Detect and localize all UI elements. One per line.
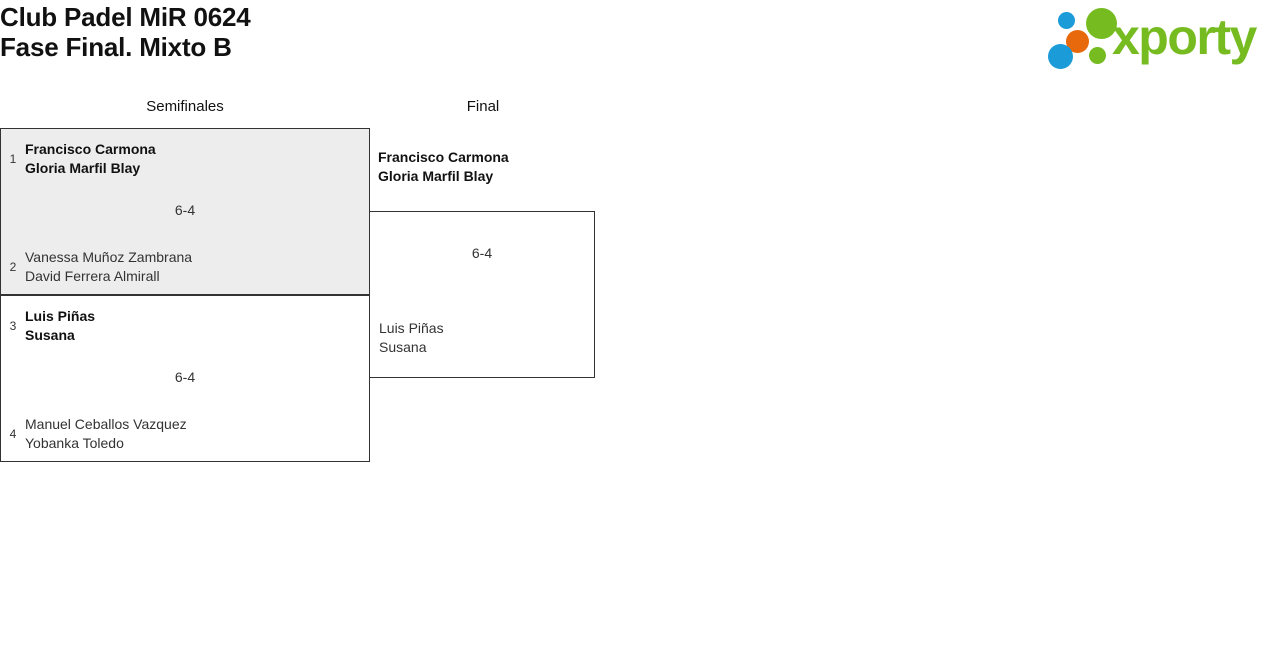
match-entry-final-runner-up[interactable]: Luis Piñas Susana [379,319,444,357]
team-names: Luis Piñas Susana [25,307,95,345]
player-name: Gloria Marfil Blay [378,168,494,184]
logo-dot-green-large-icon [1086,8,1117,39]
match-entry-seed-4[interactable]: 4 Manuel Ceballos Vazquez Yobanka Toledo [1,415,369,453]
match-entry-seed-3[interactable]: 3 Luis Piñas Susana [1,307,369,345]
round-header-final: Final [466,98,500,115]
match-entry-seed-2[interactable]: 2 Vanessa Muñoz Zambrana David Ferrera A… [1,248,369,286]
logo-dot-green-small-icon [1089,47,1106,64]
team-names: Manuel Ceballos Vazquez Yobanka Toledo [25,415,187,453]
xporty-logo[interactable]: xporty [1046,6,1274,69]
match-semifinal-1[interactable]: 1 Francisco Carmona Gloria Marfil Blay 6… [0,128,370,295]
logo-dots-icon [1046,6,1118,69]
player-name: Gloria Marfil Blay [25,160,141,176]
match-score: 6-4 [174,369,196,385]
player-name: Francisco Carmona [25,141,156,157]
match-entry-seed-1[interactable]: 1 Francisco Carmona Gloria Marfil Blay [1,140,369,178]
tournament-phase: Fase Final. Mixto B [0,32,232,62]
match-score: 6-4 [471,245,493,261]
seed-number: 2 [9,260,17,274]
logo-dot-blue-large-icon [1048,44,1073,69]
logo-dot-blue-small-icon [1058,12,1075,29]
tournament-name: Club Padel MiR 0624 [0,2,251,32]
logo-dot-orange-icon [1066,30,1089,53]
page-title: Club Padel MiR 0624 Fase Final. Mixto B [0,2,251,62]
seed-number: 1 [9,152,17,166]
match-score: 6-4 [174,202,196,218]
page-header: Club Padel MiR 0624 Fase Final. Mixto B … [0,0,1280,80]
player-name: Susana [25,327,75,343]
match-final[interactable]: 6-4 Luis Piñas Susana [369,211,595,378]
player-name: Vanessa Muñoz Zambrana [25,249,193,265]
player-name: Francisco Carmona [378,149,509,165]
team-names: Francisco Carmona Gloria Marfil Blay [25,140,156,178]
player-name: Luis Piñas [379,320,444,336]
player-name: Susana [379,339,427,355]
final-winner-team: Francisco Carmona Gloria Marfil Blay [378,148,509,186]
player-name: Yobanka Toledo [25,435,124,451]
seed-number: 4 [9,427,17,441]
round-header-semifinales: Semifinales [146,98,224,115]
logo-wordmark: xporty [1112,9,1257,65]
team-names: Vanessa Muñoz Zambrana David Ferrera Alm… [25,248,192,286]
team-names: Luis Piñas Susana [379,319,444,357]
player-name: David Ferrera Almirall [25,268,160,284]
player-name: Manuel Ceballos Vazquez [25,416,187,432]
match-semifinal-2[interactable]: 3 Luis Piñas Susana 6-4 4 Manuel Ceballo… [0,295,370,462]
seed-number: 3 [9,319,17,333]
player-name: Luis Piñas [25,308,96,324]
